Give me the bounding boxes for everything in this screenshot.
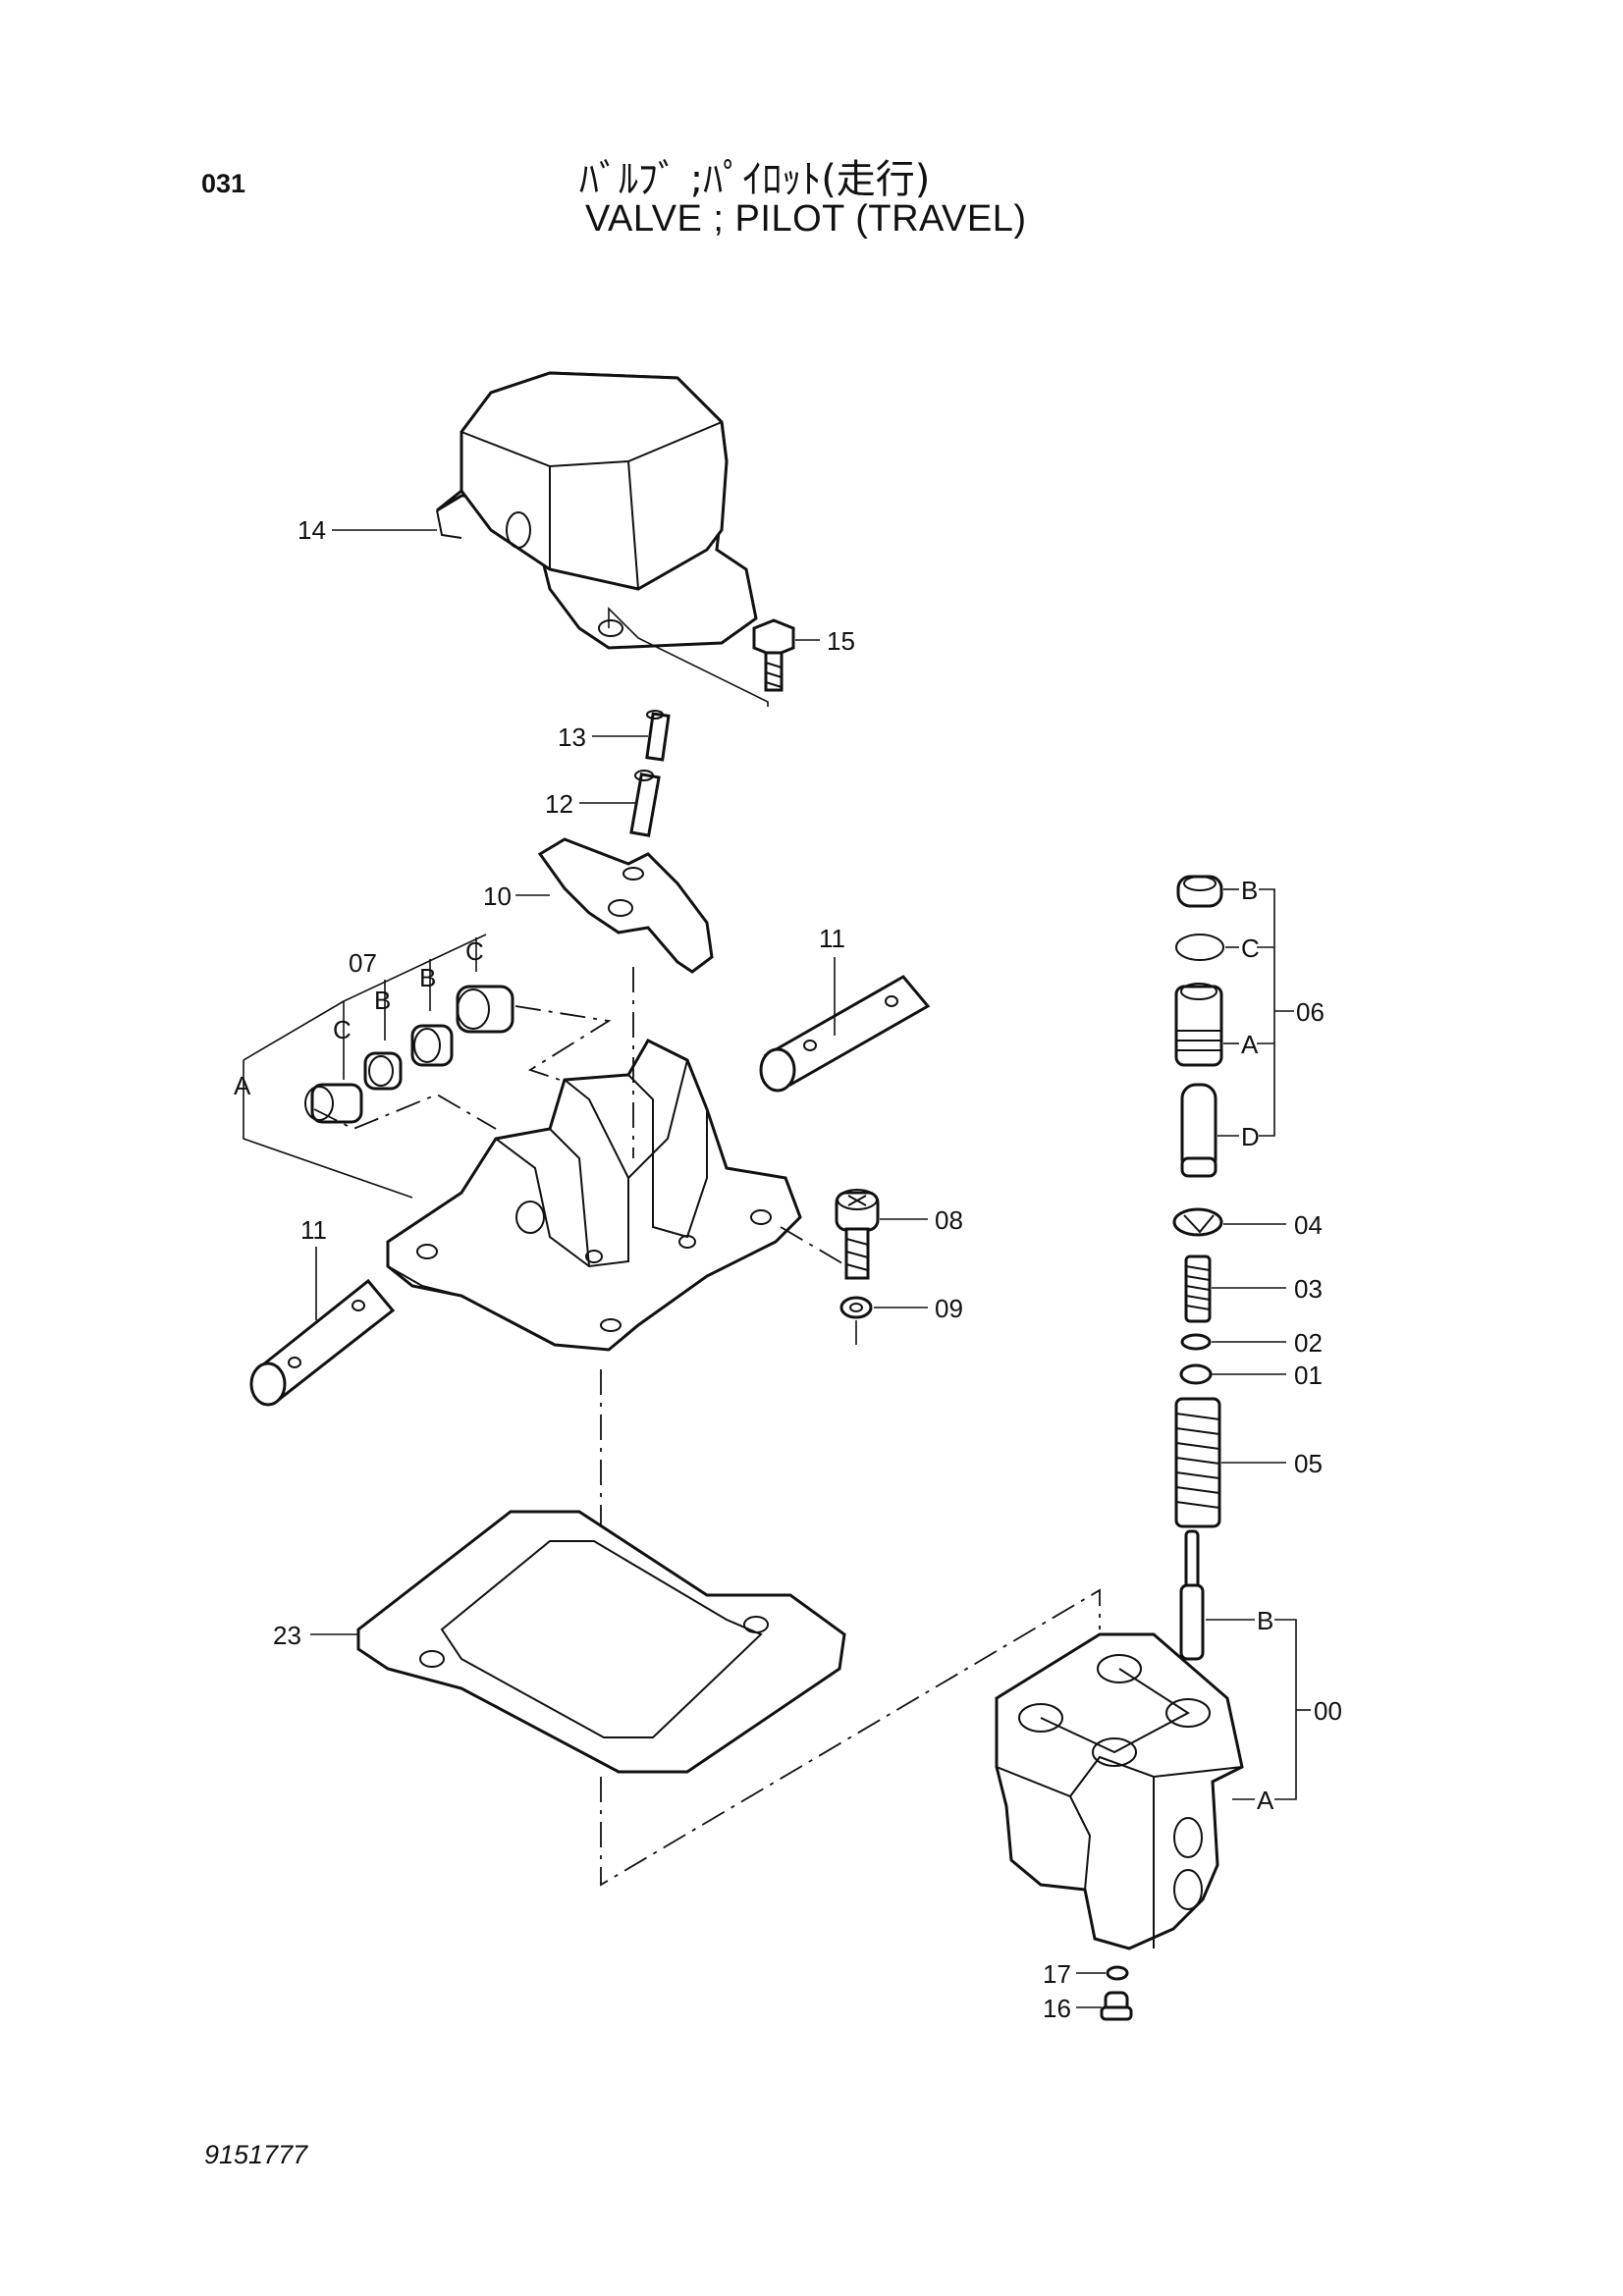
part-12-pin xyxy=(629,770,661,837)
part-06-plug-assy xyxy=(1174,875,1224,1178)
document-number: 9151777 xyxy=(204,2140,308,2169)
sub-label-B-2: B xyxy=(419,963,436,992)
sub-label-B-00: B xyxy=(1257,1606,1273,1635)
part-13-pin xyxy=(645,710,671,762)
callout-23: 23 xyxy=(273,1621,301,1650)
part-08-socket-screw xyxy=(835,1189,880,1280)
part-04-retainer xyxy=(1172,1207,1223,1237)
part-09-washer xyxy=(839,1296,873,1319)
sub-label-C-06: C xyxy=(1241,934,1260,963)
sub-label-A-00: A xyxy=(1257,1786,1274,1815)
callout-01: 01 xyxy=(1294,1361,1323,1390)
part-11-pin-upper xyxy=(759,975,931,1093)
part-14-cover xyxy=(436,371,758,650)
title-japanese: ﾊﾞﾙﾌﾞ ;ﾊﾟｲﾛｯﾄ(走行) xyxy=(579,157,931,202)
callout-05: 05 xyxy=(1294,1449,1323,1478)
sub-label-B-1: B xyxy=(374,986,391,1015)
page-number: 031 xyxy=(201,169,246,198)
sub-label-D-06: D xyxy=(1241,1122,1260,1151)
callout-10: 10 xyxy=(483,881,512,911)
part-05-spring xyxy=(1174,1397,1221,1528)
part-03-spring xyxy=(1184,1255,1212,1323)
callout-06: 06 xyxy=(1296,997,1325,1027)
part-16-plug xyxy=(1100,1991,1133,2021)
part-01-seat xyxy=(1179,1363,1213,1385)
sub-label-A-06: A xyxy=(1241,1030,1259,1059)
callout-11-upper: 11 xyxy=(819,924,845,953)
callout-17: 17 xyxy=(1043,1959,1071,1989)
main-body-housing xyxy=(386,1039,802,1352)
callout-00: 00 xyxy=(1314,1696,1342,1726)
callout-12: 12 xyxy=(545,789,573,819)
part-00B-spool xyxy=(1179,1529,1205,1661)
callout-07: 07 xyxy=(349,948,377,978)
part-00A-valve-casing xyxy=(995,1632,1244,1950)
part-10-cam xyxy=(537,837,714,974)
callout-14: 14 xyxy=(298,515,326,545)
sub-label-A-left: A xyxy=(234,1071,251,1100)
part-15-bolt xyxy=(752,618,795,692)
sub-label-C-1: C xyxy=(333,1015,352,1044)
sub-label-B-06: B xyxy=(1241,876,1258,905)
callout-08: 08 xyxy=(935,1205,963,1235)
callout-04: 04 xyxy=(1294,1210,1323,1240)
callout-02: 02 xyxy=(1294,1328,1323,1358)
part-07-bushing-set xyxy=(304,985,514,1124)
part-02-washer xyxy=(1180,1333,1212,1351)
callout-13: 13 xyxy=(558,722,586,752)
callout-15: 15 xyxy=(827,626,855,656)
title-english: VALVE ; PILOT (TRAVEL) xyxy=(585,198,1027,240)
callout-11-lower: 11 xyxy=(300,1215,327,1245)
callout-03: 03 xyxy=(1294,1274,1323,1304)
callout-09: 09 xyxy=(935,1294,963,1323)
part-11-pin-lower xyxy=(249,1278,396,1407)
leader-15-dash xyxy=(608,607,769,707)
sub-label-C-2: C xyxy=(465,936,484,966)
callout-16: 16 xyxy=(1043,1994,1071,2023)
part-23-gasket xyxy=(356,1510,846,1774)
part-17-o-ring xyxy=(1106,1965,1129,1981)
